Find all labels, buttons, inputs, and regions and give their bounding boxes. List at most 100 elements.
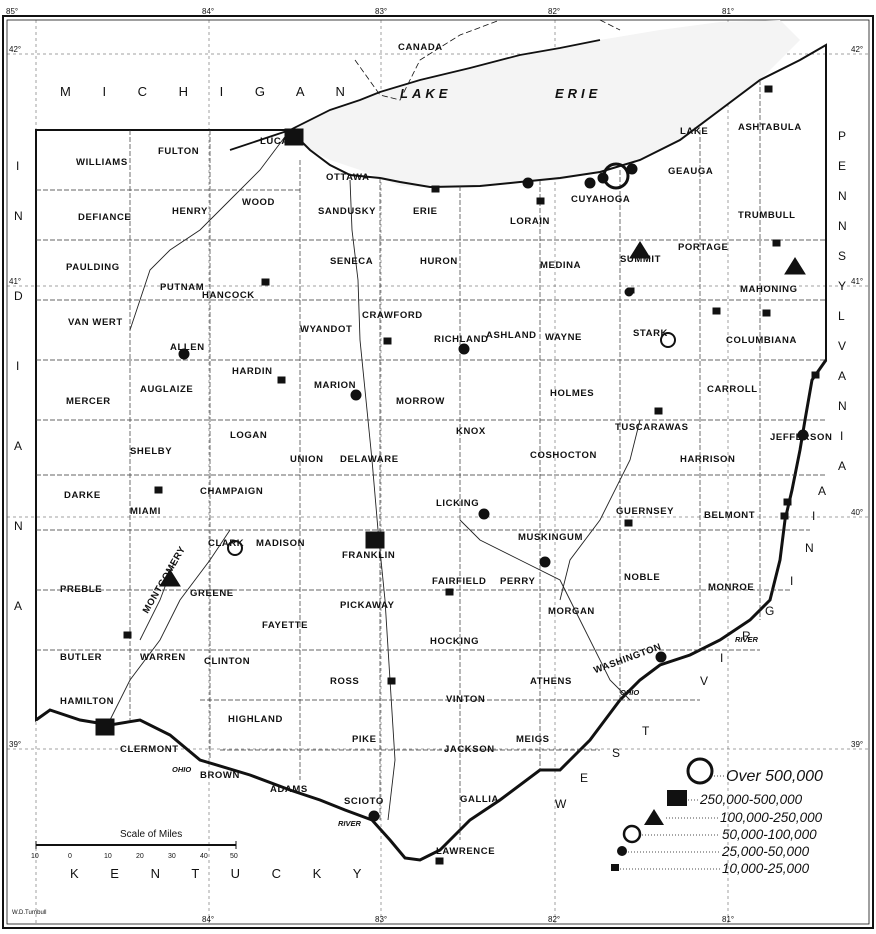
county-label: CLARK: [208, 538, 244, 549]
county-label: JACKSON: [444, 744, 495, 755]
penn-letter: I: [840, 429, 843, 443]
county-label: ATHENS: [530, 676, 572, 687]
county-label: CARROLL: [707, 384, 758, 395]
county-label: ADAMS: [270, 784, 308, 795]
indiana-letter: A: [14, 599, 22, 613]
county-label: HURON: [420, 256, 458, 267]
county-label: LOGAN: [230, 430, 267, 441]
scale-bar: Scale of Miles 10 0 10 20 30 40 50: [31, 829, 238, 860]
wv-letter: V: [700, 674, 708, 688]
county-label: HENRY: [172, 206, 208, 217]
legend-label: Over 500,000: [726, 768, 823, 785]
penn-letter: A: [838, 459, 846, 473]
wv-letter: T: [642, 724, 650, 738]
county-label: PUTNAM: [160, 282, 204, 293]
scale-tick: 10: [104, 853, 112, 860]
county-label: HARRISON: [680, 454, 735, 465]
county-label: ASHTABULA: [738, 122, 802, 133]
city-10k-25k: [772, 239, 781, 247]
penn-letter: L: [838, 309, 845, 323]
latitude-label-40: 40°: [851, 508, 863, 517]
county-label: FAYETTE: [262, 620, 308, 631]
penn-letter: P: [838, 129, 846, 143]
county-label: OTTAWA: [326, 172, 370, 183]
county-label: MUSKINGUM: [518, 532, 583, 543]
penn-letter: A: [838, 369, 846, 383]
longitude-label-85: 85°: [6, 7, 18, 16]
scale-tick: 0: [68, 853, 72, 860]
city-100k-250k: [629, 241, 651, 259]
county-label: PICKAWAY: [340, 600, 395, 611]
indiana-letter: I: [16, 359, 19, 373]
city-25k-50k: [178, 348, 190, 360]
county-label: PAULDING: [66, 262, 120, 273]
county-label: MADISON: [256, 538, 305, 549]
city-100k-250k: [159, 569, 181, 587]
county-label: GALLIA: [460, 794, 499, 805]
pennsylvania-label: P E N N S Y L V A N I A: [838, 129, 847, 473]
legend-symbol-25k-50k: [617, 846, 627, 856]
map-border: [2, 15, 874, 929]
city-25k-50k: [539, 556, 551, 568]
county-label: CHAMPAIGN: [200, 486, 263, 497]
lake-label: LAKE: [400, 86, 451, 101]
county-label: ERIE: [413, 206, 438, 217]
county-label: MAHONING: [740, 284, 798, 295]
city-10k-25k: [154, 486, 163, 494]
longitude-bottom-83: 83°: [375, 915, 387, 924]
county-label: PERRY: [500, 576, 535, 587]
county-label: SHELBY: [130, 446, 172, 457]
county-label: ROSS: [330, 676, 359, 687]
city-50k-100k: [227, 540, 243, 556]
latitude-label-42: 42°: [9, 45, 21, 54]
city-250k-500k: [365, 531, 385, 549]
city-10k-25k: [383, 337, 392, 345]
city-10k-25k: [387, 677, 396, 685]
county-label: CRAWFORD: [362, 310, 423, 321]
county-label: LUCAS: [260, 136, 296, 147]
legend-label: 250,000-500,000: [699, 792, 803, 807]
county-label: UNION: [290, 454, 324, 465]
west-virginia-label: W E S T V I R G I N I A: [555, 484, 826, 811]
city-25k-50k: [626, 163, 638, 175]
erie-label: ERIE: [555, 86, 601, 101]
city-10k-25k: [435, 857, 444, 865]
longitude-bottom-81: 81°: [722, 915, 734, 924]
kentucky-label: K E N T U C K Y: [70, 866, 375, 881]
county-label: MORGAN: [548, 606, 595, 617]
county-label: GUERNSEY: [616, 506, 674, 517]
city-250k-500k: [284, 128, 304, 146]
city-10k-25k: [780, 512, 789, 520]
county-label: COLUMBIANA: [726, 335, 797, 346]
city-10k-25k: [654, 407, 663, 415]
city-25k-50k: [584, 177, 596, 189]
city-25k-50k: [458, 343, 470, 355]
penn-letter: N: [838, 219, 847, 233]
county-label: SCIOTO: [344, 796, 384, 807]
city-10k-25k: [764, 85, 773, 93]
river-label-2: RIVER: [735, 635, 759, 644]
city-10k-25k: [445, 588, 454, 596]
county-label: MORROW: [396, 396, 445, 407]
city-25k-50k: [478, 508, 490, 520]
ohio-river-label-1: OHIO: [172, 765, 191, 774]
wv-letter: I: [790, 574, 793, 588]
city-10k-25k: [536, 197, 545, 205]
indiana-label: I N D I A N A: [14, 159, 23, 613]
penn-letter: E: [838, 159, 846, 173]
map-credit: W.D.Turnbull: [12, 910, 46, 916]
wv-letter: I: [720, 651, 723, 665]
city-10k-25k: [624, 519, 633, 527]
county-label: HAMILTON: [60, 696, 114, 707]
county-label: MEDINA: [540, 260, 581, 271]
county-label: HOLMES: [550, 388, 594, 399]
county-label: LAKE: [680, 126, 708, 137]
county-label: COSHOCTON: [530, 450, 597, 461]
county-label: STARK: [633, 328, 668, 339]
penn-letter: N: [838, 399, 847, 413]
county-label: PREBLE: [60, 584, 102, 595]
ohio-river: [35, 359, 828, 862]
county-label: KNOX: [456, 426, 486, 437]
penn-letter: N: [838, 189, 847, 203]
